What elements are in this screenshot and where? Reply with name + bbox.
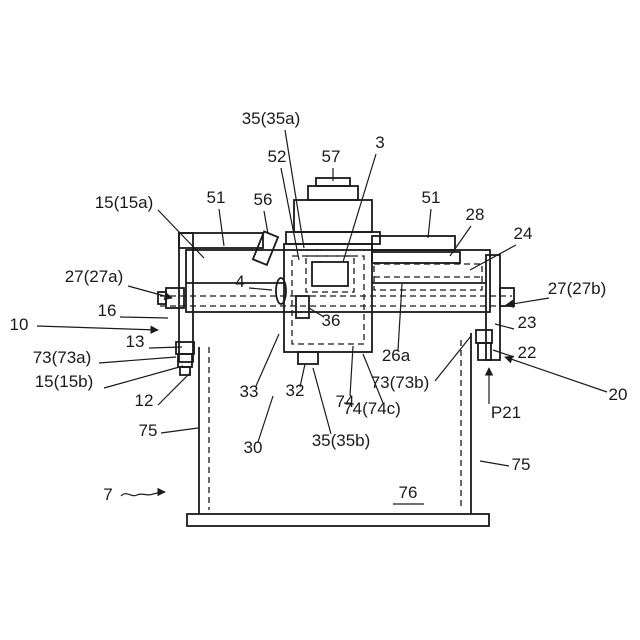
label-27a: 27(27a) <box>65 267 124 286</box>
label-20: 20 <box>609 385 628 404</box>
leader-30 <box>257 395 274 443</box>
tower-flange <box>285 231 381 245</box>
leader-35a <box>284 129 305 249</box>
base-bottom-plate <box>186 513 490 527</box>
label-27b: 27(27b) <box>548 279 607 298</box>
reference-labels: 35(35a) 52 57 3 15(15a) 51 56 51 28 24 2… <box>10 109 628 504</box>
box-outer-35a <box>283 243 373 353</box>
leader-arrow-10 <box>36 325 159 334</box>
central-box <box>275 243 373 365</box>
label-3: 3 <box>375 133 384 152</box>
label-32: 32 <box>286 381 305 400</box>
label-30: 30 <box>244 438 263 457</box>
leader-wavy-arrow-7 <box>120 487 166 497</box>
leader-22 <box>492 349 515 358</box>
label-15b: 15(15b) <box>35 372 94 391</box>
label-22: 22 <box>518 343 537 362</box>
label-76: 76 <box>399 483 418 502</box>
leader-51R <box>427 208 432 239</box>
leader-73a <box>98 356 177 364</box>
label-15a: 15(15a) <box>95 193 154 212</box>
label-56: 56 <box>254 190 273 209</box>
top-right-arm <box>371 235 456 251</box>
base-housing <box>186 333 490 527</box>
leader-32 <box>299 363 306 388</box>
label-24: 24 <box>514 224 533 243</box>
leader-16 <box>119 316 169 319</box>
label-23: 23 <box>518 313 537 332</box>
label-52: 52 <box>268 147 287 166</box>
label-35a: 35(35a) <box>242 109 301 128</box>
tilted-part-56 <box>251 230 280 267</box>
left-bracket-mid <box>177 353 193 368</box>
label-73a: 73(73a) <box>33 348 92 367</box>
inner-part-36 <box>295 295 310 319</box>
label-13: 13 <box>126 332 145 351</box>
label-P21: P21 <box>491 403 521 422</box>
leader-74c <box>362 353 384 404</box>
box-hidden-inner <box>305 255 355 293</box>
leader-13 <box>148 346 183 349</box>
leader-4 <box>248 287 273 291</box>
leader-15a <box>157 209 205 259</box>
leader-26a <box>397 283 403 351</box>
leader-arrow-27b <box>505 297 550 308</box>
leader-3 <box>342 153 377 263</box>
right-bracket-lower <box>477 342 492 361</box>
left-bracket-lower <box>179 366 191 376</box>
leader-24 <box>469 244 517 271</box>
leader-23 <box>494 323 515 330</box>
leader-arrow-20 <box>504 355 608 393</box>
right-end-plate <box>485 254 501 361</box>
label-28: 28 <box>466 205 485 224</box>
leader-15b <box>103 365 184 389</box>
label-16: 16 <box>98 301 117 320</box>
left-screw-stub <box>157 291 167 305</box>
label-33: 33 <box>240 382 259 401</box>
label-26a: 26a <box>382 346 411 365</box>
label-74c: 74(74c) <box>343 399 401 418</box>
label-36: 36 <box>322 311 341 330</box>
leader-35b <box>312 367 332 435</box>
leader-56 <box>263 210 269 235</box>
leader-lines <box>36 129 608 505</box>
leader-arrow-27a <box>127 285 173 301</box>
box-foot-32 <box>297 351 319 365</box>
guide-bar-28 <box>371 251 461 264</box>
label-10: 10 <box>10 315 29 334</box>
label-7: 7 <box>103 485 112 504</box>
leader-74 <box>349 345 354 397</box>
top-left-arm <box>178 232 264 249</box>
leader-28 <box>449 225 472 257</box>
leader-36 <box>308 307 325 318</box>
label-4: 4 <box>235 272 244 291</box>
leader-33 <box>255 333 280 387</box>
leader-75R <box>479 460 510 467</box>
right-bracket-upper <box>475 329 493 344</box>
main-rail-body <box>185 249 491 313</box>
carriage-assembly <box>157 230 515 376</box>
right-screw-end <box>499 287 515 307</box>
label-75-right: 75 <box>512 455 531 474</box>
left-screw-end <box>165 287 185 309</box>
box-hidden-outline <box>291 255 365 345</box>
leader-52 <box>280 167 300 261</box>
label-57: 57 <box>322 147 341 166</box>
leader-73b <box>434 335 472 382</box>
leader-51L <box>218 208 225 247</box>
label-12: 12 <box>135 391 154 410</box>
label-75-left: 75 <box>139 421 158 440</box>
label-74: 74 <box>336 392 355 411</box>
label-73b: 73(73b) <box>371 373 430 392</box>
label-51-right: 51 <box>422 188 441 207</box>
leader-75L <box>160 427 199 434</box>
inner-part-3 <box>311 261 349 287</box>
label-51-left: 51 <box>207 188 226 207</box>
tower-cap <box>307 185 359 201</box>
pin-4 <box>275 277 287 305</box>
leader-12 <box>157 371 192 406</box>
label-35b: 35(35b) <box>312 431 371 450</box>
